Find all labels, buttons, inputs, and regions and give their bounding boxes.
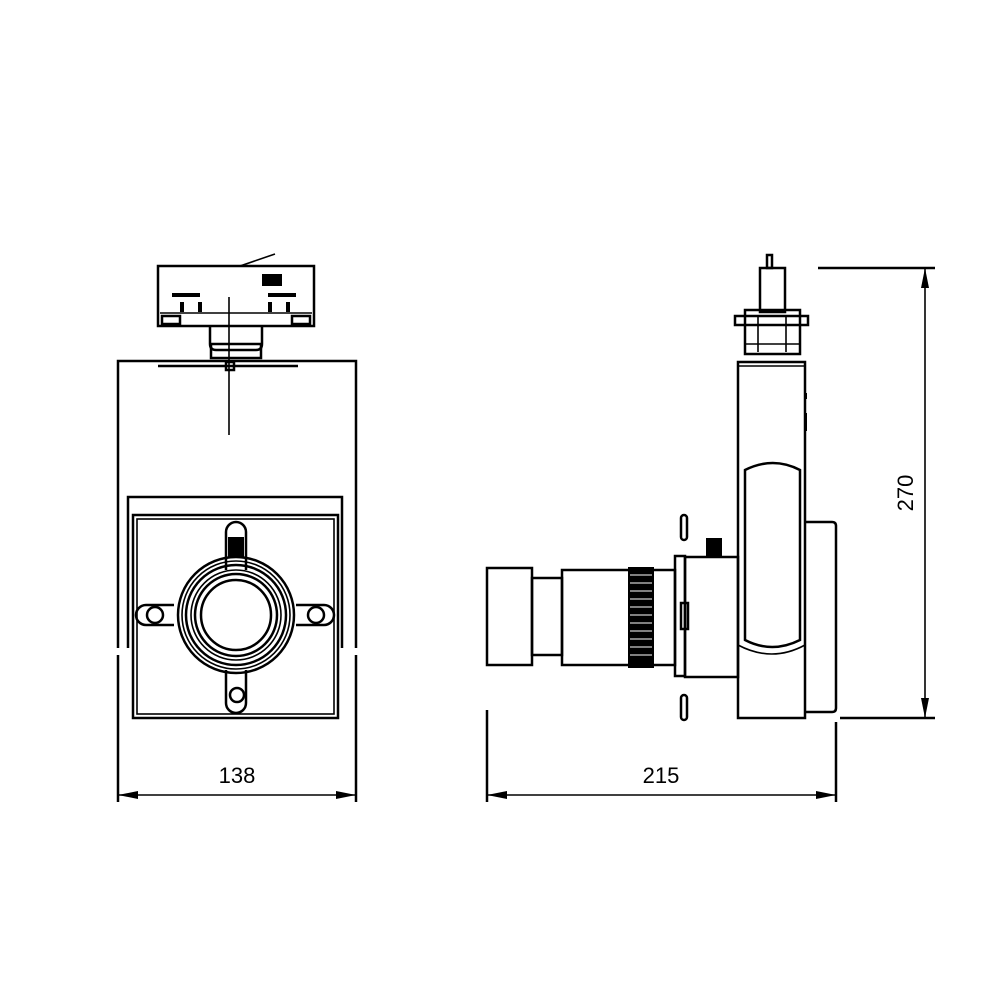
height-dimension: 270 <box>818 266 935 720</box>
track-adapter <box>156 253 316 360</box>
lens-ring <box>176 555 296 675</box>
height-dimension-label: 270 <box>893 475 918 512</box>
depth-dimension-label: 215 <box>643 763 680 788</box>
side-view: 270 215 <box>485 253 935 802</box>
side-adapter <box>733 253 810 356</box>
width-dimension: 138 <box>116 655 358 802</box>
housing <box>116 297 358 648</box>
front-view: 138 <box>116 253 358 802</box>
depth-dimension: 215 <box>485 710 838 802</box>
side-body <box>736 360 838 720</box>
side-lens-unit <box>485 513 740 722</box>
front-plate <box>131 513 340 720</box>
width-dimension-label: 138 <box>219 763 256 788</box>
